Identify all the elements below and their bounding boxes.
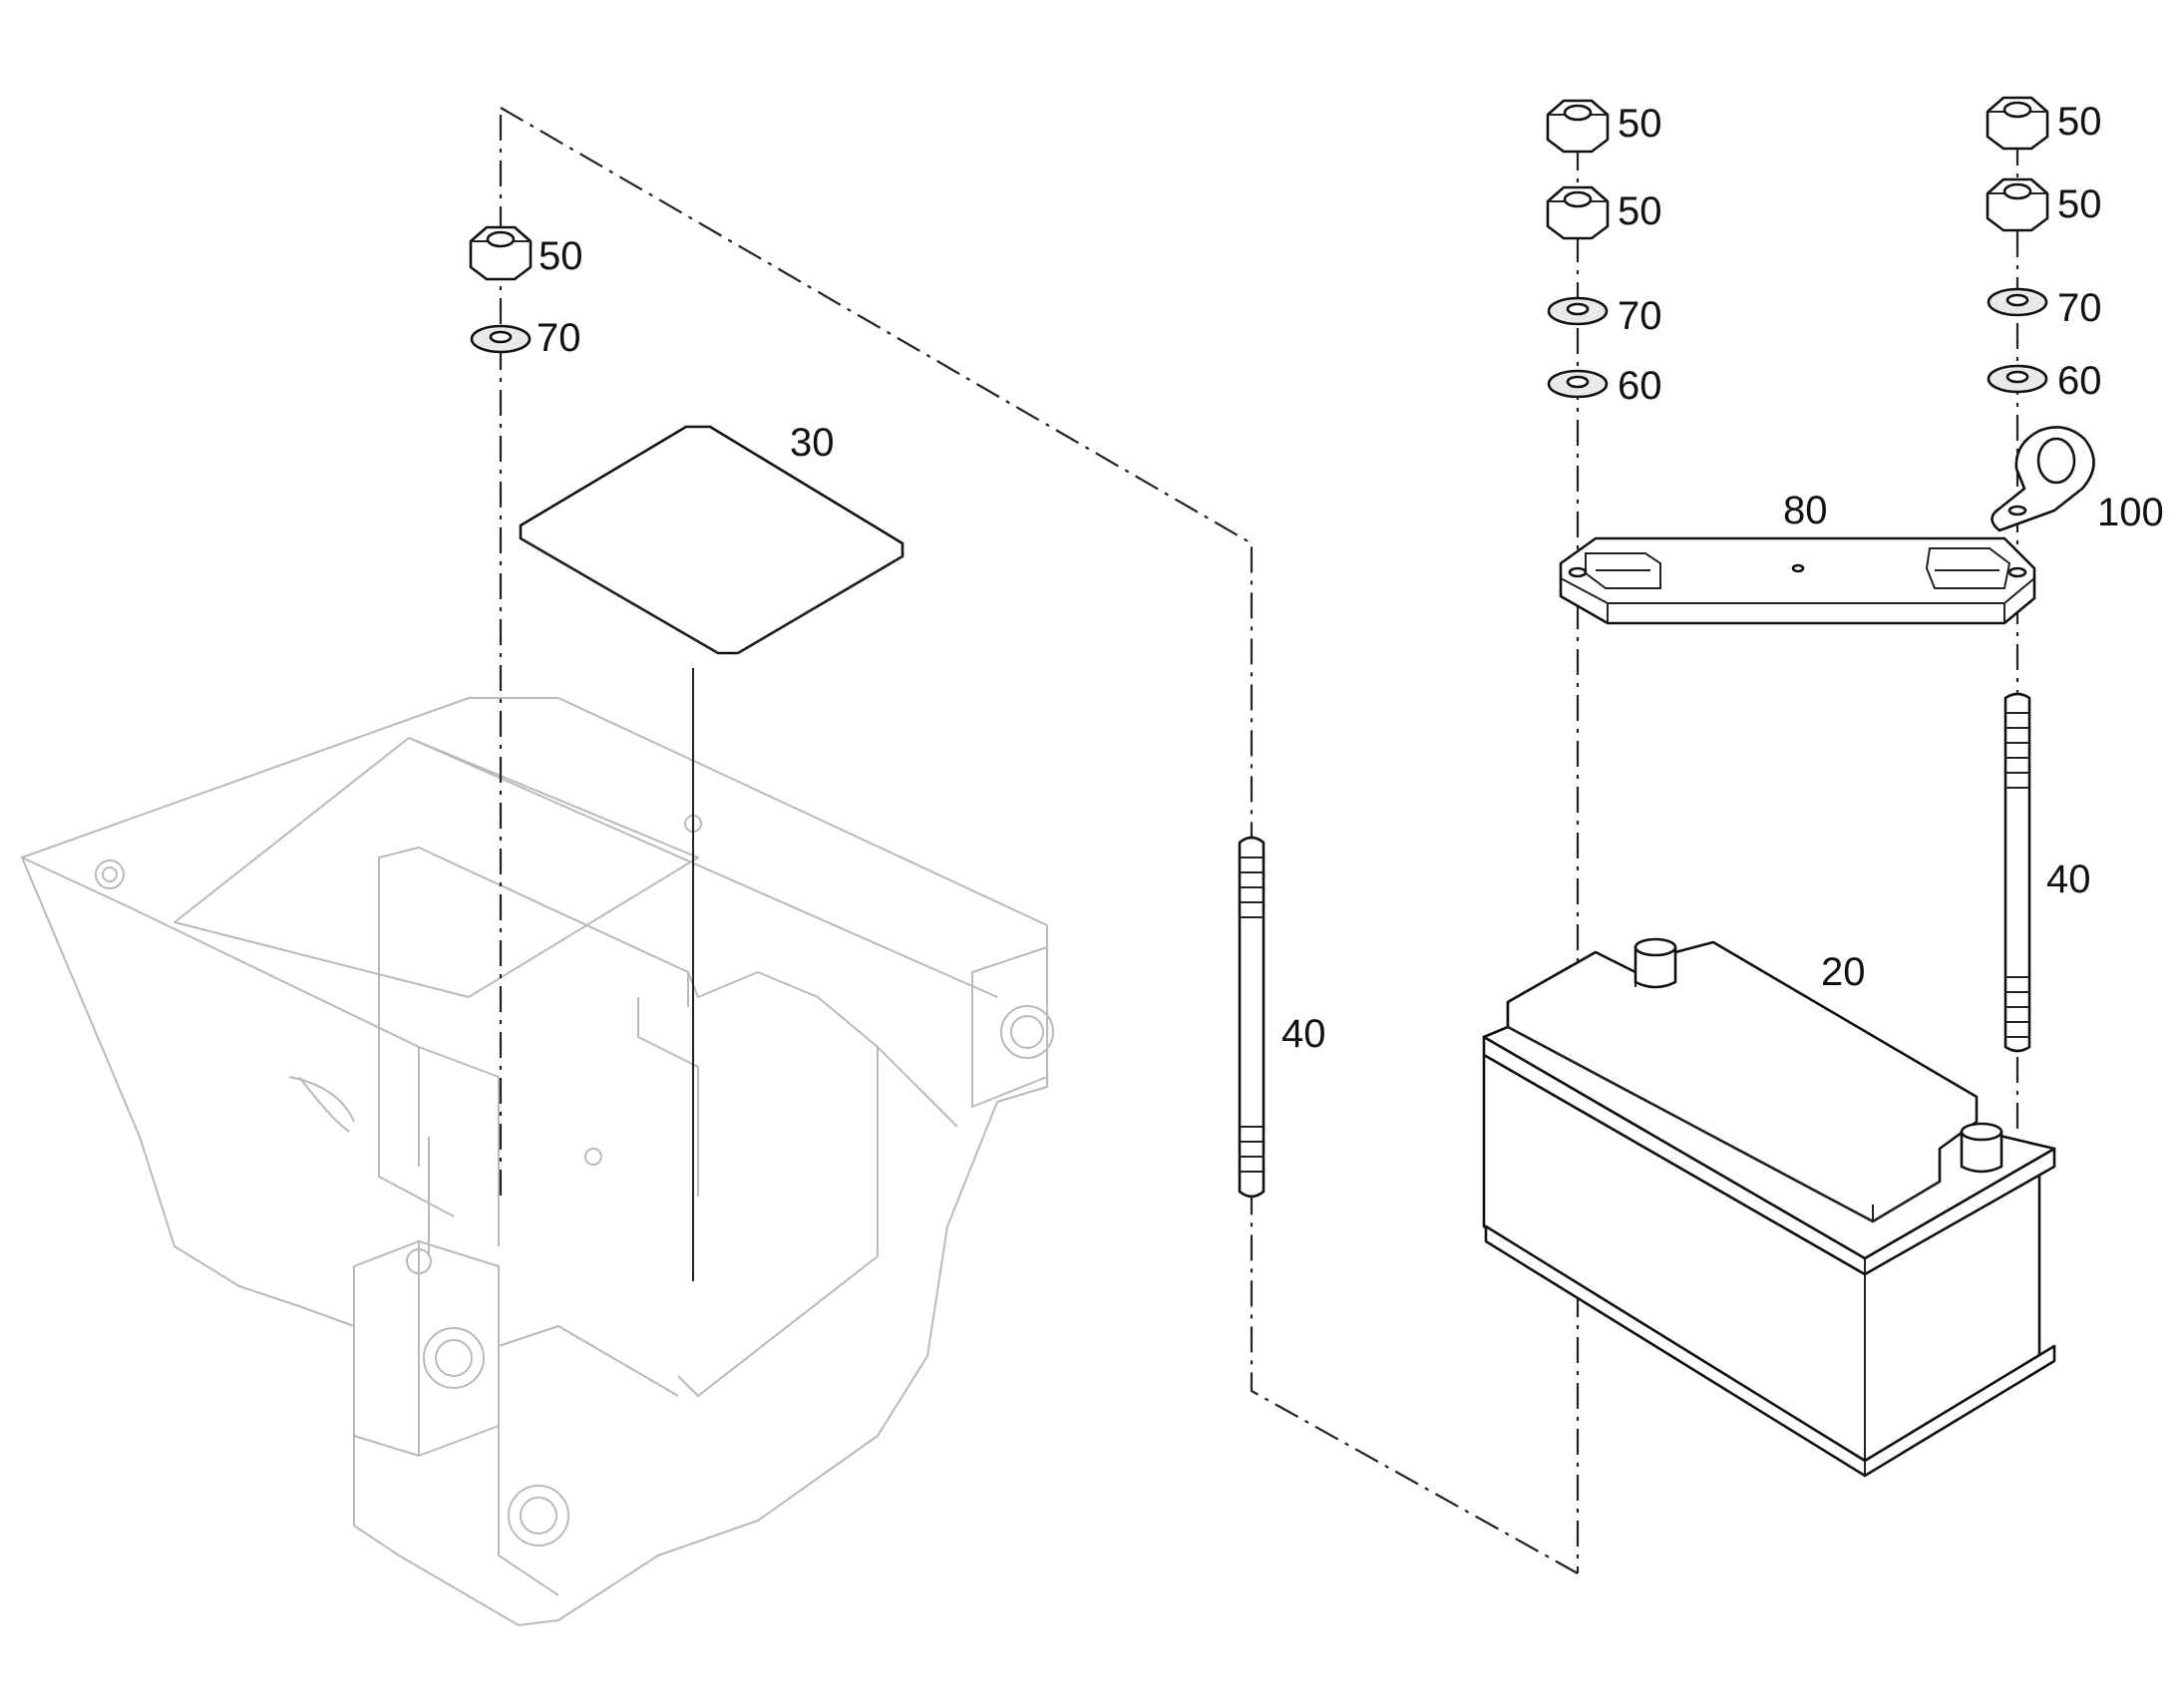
threaded-rod-right xyxy=(2003,692,2031,1053)
washer-right-a-60 xyxy=(1547,369,1609,399)
battery-tray-outline xyxy=(21,697,1054,1626)
callout-nut-right-a-second: 50 xyxy=(1618,189,1662,233)
threaded-rod-middle xyxy=(1238,836,1266,1198)
hex-nut-right-b-top xyxy=(1986,96,2049,151)
callout-labels: 50 70 30 40 50 50 70 60 50 50 70 60 80 1… xyxy=(537,100,2164,1056)
callout-nut-left: 50 xyxy=(539,234,583,278)
callout-nut-right-b-top: 50 xyxy=(2057,100,2102,144)
callout-washer-left: 70 xyxy=(537,316,581,360)
callout-washer-right-a-60: 60 xyxy=(1618,364,1662,408)
callout-washer-right-b-60: 60 xyxy=(2057,359,2102,403)
callout-battery: 20 xyxy=(1821,950,1866,994)
clamp-bar xyxy=(1559,536,2036,625)
hex-nut-right-b-second xyxy=(1986,177,2049,232)
hex-nut-right-a-second xyxy=(1546,185,1610,240)
hex-nut-left xyxy=(469,225,533,281)
callout-plate: 30 xyxy=(790,421,835,465)
protective-plate xyxy=(519,425,905,655)
callout-clamp-bar: 80 xyxy=(1783,489,1828,532)
callout-cable-clip: 100 xyxy=(2097,491,2164,534)
callout-rod-right: 40 xyxy=(2046,857,2091,901)
washer-right-a-70 xyxy=(1547,296,1609,326)
washer-right-b-60 xyxy=(1987,364,2048,394)
axis-diagonal-frame xyxy=(500,107,1579,1574)
hex-nut-right-a-top xyxy=(1546,99,1610,154)
cable-clip xyxy=(1991,426,2095,532)
washer-left xyxy=(470,324,532,354)
callout-nut-right-a-top: 50 xyxy=(1618,102,1662,146)
callout-washer-right-b-70: 70 xyxy=(2057,286,2102,330)
callout-nut-right-b-second: 50 xyxy=(2057,182,2102,226)
callout-washer-right-a-70: 70 xyxy=(1618,294,1662,338)
washer-right-b-70 xyxy=(1987,287,2048,317)
battery xyxy=(1482,937,2056,1478)
callout-rod-middle: 40 xyxy=(1281,1012,1326,1056)
